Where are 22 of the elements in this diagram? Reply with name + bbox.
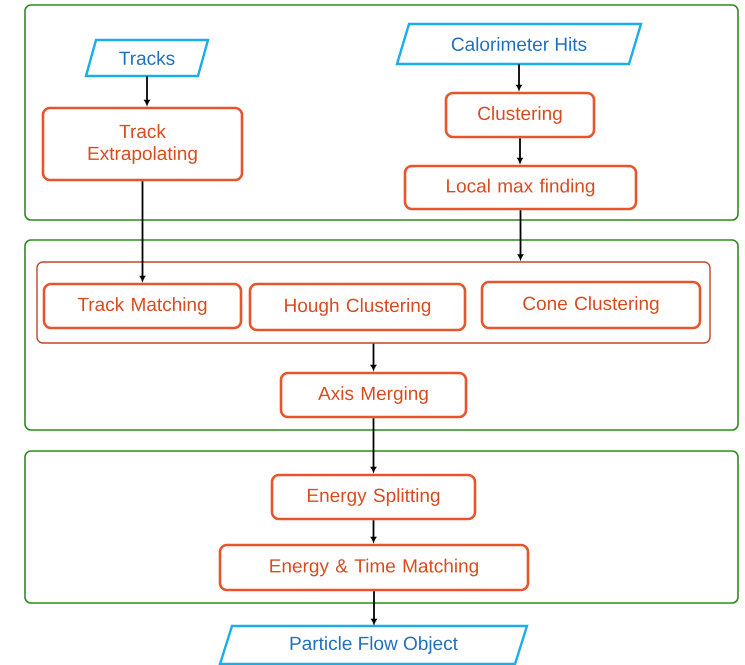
process-box: Track Matching [42, 282, 242, 330]
stage-panel [24, 450, 739, 604]
process-box: Clustering [444, 92, 596, 138]
arrow [516, 64, 522, 90]
process-box: Axis Merging [280, 372, 468, 418]
arrow [518, 210, 524, 260]
arrow [371, 591, 377, 624]
process-box: Local max finding [404, 164, 638, 210]
stage-panel [24, 239, 739, 431]
arrow [517, 138, 523, 164]
process-box: Cone Clustering [480, 280, 702, 330]
arrow [140, 181, 146, 282]
stage-panel [24, 4, 739, 221]
arrow [370, 418, 376, 472]
group-box [36, 261, 711, 344]
arrow [370, 344, 376, 370]
process-box: Track Extrapolating [42, 106, 244, 182]
process-box: Energy Splitting [270, 474, 476, 520]
arrow [144, 76, 150, 106]
process-box: Hough Clustering [248, 282, 466, 332]
process-box: Energy & Time Matching [218, 544, 530, 592]
arrow [370, 520, 376, 542]
